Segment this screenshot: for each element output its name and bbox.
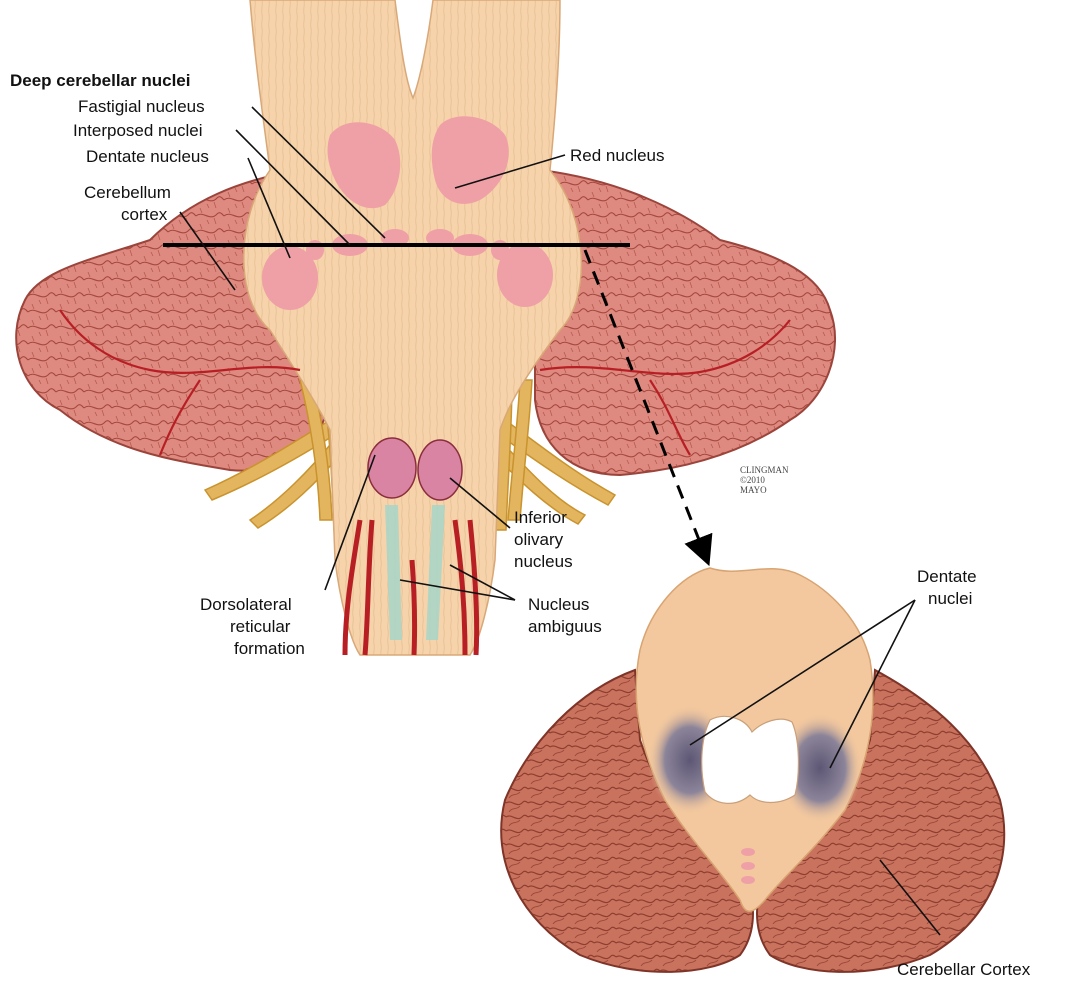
label-inferior-olivary-1: Inferior xyxy=(514,508,567,527)
section-midline-nuclei xyxy=(741,848,755,884)
label-interposed-nuclei: Interposed nuclei xyxy=(73,121,202,140)
right-cerebellar-hemisphere xyxy=(535,170,835,475)
credit-line-2: ©2010 xyxy=(740,475,765,485)
label-cerebellar-cortex: Cerebellar Cortex xyxy=(897,960,1031,979)
credit-line-3: MAYO xyxy=(740,485,767,495)
label-deep-cerebellar-nuclei: Deep cerebellar nuclei xyxy=(10,71,190,90)
label-dorsolateral-2: reticular xyxy=(230,617,291,636)
label-dentate-nuclei-2: nuclei xyxy=(928,589,972,608)
label-dorsolateral-1: Dorsolateral xyxy=(200,595,292,614)
label-fastigial-nucleus: Fastigial nucleus xyxy=(78,97,205,116)
label-dorsolateral-3: formation xyxy=(234,639,305,658)
label-red-nucleus: Red nucleus xyxy=(570,146,665,165)
credit-line-1: CLINGMAN xyxy=(740,465,789,475)
fourth-ventricle xyxy=(702,716,799,803)
label-nucleus-ambiguus-1: Nucleus xyxy=(528,595,589,614)
label-inferior-olivary-2: olivary xyxy=(514,530,564,549)
label-cerebellum-cortex-1: Cerebellum xyxy=(84,183,171,202)
label-dentate-nucleus: Dentate nucleus xyxy=(86,147,209,166)
label-cerebellum-cortex-2: cortex xyxy=(121,205,168,224)
label-inferior-olivary-3: nucleus xyxy=(514,552,573,571)
label-dentate-nuclei-1: Dentate xyxy=(917,567,977,586)
label-nucleus-ambiguus-2: ambiguus xyxy=(528,617,602,636)
